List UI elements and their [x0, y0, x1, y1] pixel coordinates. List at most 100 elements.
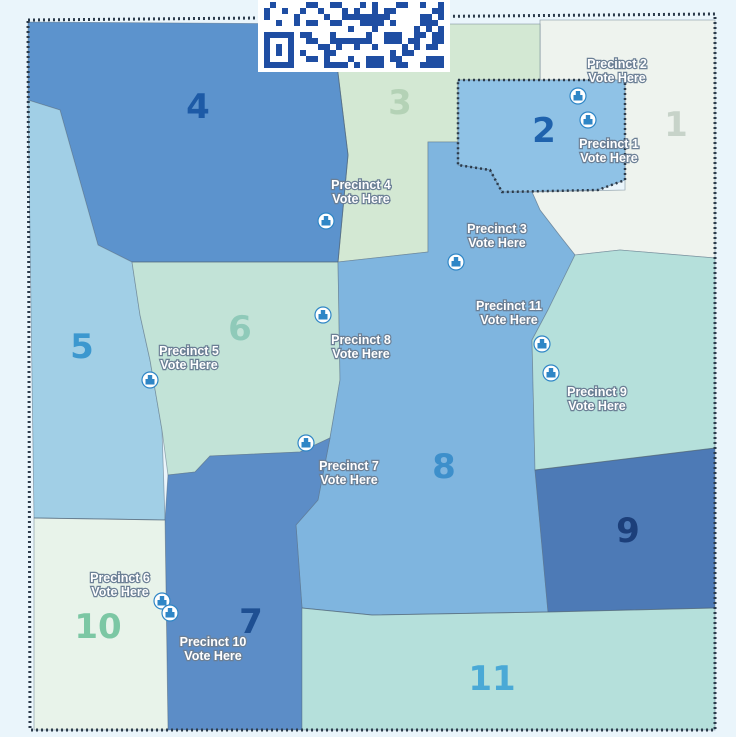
- qr-module: [396, 32, 402, 38]
- qr-module: [438, 8, 444, 14]
- ballot-box-icon[interactable]: [533, 335, 551, 353]
- ballot-slip: [167, 608, 173, 613]
- label-line-precinct: Precinct 7: [319, 459, 379, 473]
- ballot-box-icon[interactable]: [542, 364, 560, 382]
- qr-module: [372, 62, 378, 68]
- label-line-precinct: Precinct 6: [90, 571, 150, 585]
- qr-module: [438, 62, 444, 68]
- qr-module: [432, 56, 438, 62]
- qr-module: [390, 38, 396, 44]
- label-line-vote-here: Vote Here: [320, 473, 377, 487]
- ballot-box-body: [583, 119, 593, 125]
- qr-module: [366, 14, 372, 20]
- qr-module: [348, 14, 354, 20]
- label-line-precinct: Precinct 1: [579, 137, 639, 151]
- boundary-line: [534, 447, 716, 471]
- district-8-label: 8: [432, 447, 456, 487]
- qr-module: [306, 56, 312, 62]
- qr-module: [306, 2, 312, 8]
- ballot-box-icon[interactable]: [141, 371, 159, 389]
- qr-module: [348, 38, 354, 44]
- qr-code-icon[interactable]: [258, 0, 450, 72]
- district-3-label: 3: [388, 83, 412, 123]
- ballot-box-icon[interactable]: [579, 111, 597, 129]
- qr-module: [330, 38, 336, 44]
- qr-module: [300, 32, 306, 38]
- qr-module: [354, 14, 360, 20]
- qr-module: [396, 38, 402, 44]
- label-line-precinct: Precinct 5: [159, 344, 219, 358]
- qr-module: [372, 26, 378, 32]
- ballot-box-icon[interactable]: [297, 434, 315, 452]
- qr-code-pattern: [264, 2, 444, 68]
- district-11-label: 11: [468, 659, 515, 699]
- qr-module: [390, 8, 396, 14]
- qr-module: [336, 2, 342, 8]
- ballot-box-icon[interactable]: [317, 212, 335, 230]
- qr-module: [432, 44, 438, 50]
- ballot-box-body: [573, 95, 583, 101]
- qr-module: [276, 44, 282, 56]
- qr-module: [312, 56, 318, 62]
- qr-module: [366, 20, 372, 26]
- qr-module: [372, 14, 378, 20]
- ballot-box-body: [145, 379, 155, 385]
- district-1-label: 1: [664, 105, 688, 145]
- qr-module: [312, 38, 318, 44]
- qr-module: [264, 32, 294, 38]
- qr-module: [348, 26, 354, 32]
- ballot-box-icon[interactable]: [153, 592, 171, 610]
- ballot-box-icon[interactable]: [447, 253, 465, 271]
- qr-module: [438, 14, 444, 20]
- qr-module: [342, 8, 348, 14]
- qr-module: [312, 20, 318, 26]
- district-10-label: 10: [74, 607, 121, 647]
- qr-module: [414, 44, 420, 50]
- qr-module: [420, 2, 426, 8]
- ballot-box-body: [165, 612, 175, 618]
- ballot-box-body: [301, 442, 311, 448]
- ballot-box-icon[interactable]: [314, 306, 332, 324]
- qr-module: [324, 44, 330, 50]
- qr-module: [396, 56, 402, 62]
- qr-module: [390, 56, 396, 62]
- label-line-vote-here: Vote Here: [588, 71, 645, 85]
- ballot-box-body: [318, 314, 328, 320]
- label-line-vote-here: Vote Here: [468, 236, 525, 250]
- qr-module: [420, 14, 426, 20]
- ballot-box-body: [321, 220, 331, 226]
- ballot-slip: [159, 596, 165, 601]
- qr-module: [438, 26, 444, 32]
- ballot-slip: [453, 257, 459, 262]
- qr-module: [414, 32, 420, 38]
- qr-module: [366, 56, 372, 62]
- qr-module: [360, 38, 366, 44]
- qr-module: [312, 2, 318, 8]
- qr-module: [402, 2, 408, 8]
- district-6-label: 6: [228, 309, 252, 349]
- label-line-vote-here: Vote Here: [332, 192, 389, 206]
- qr-module: [324, 14, 330, 20]
- ballot-box-icon[interactable]: [161, 604, 179, 622]
- ballot-slip: [147, 375, 153, 380]
- qr-module: [426, 62, 432, 68]
- qr-module: [318, 44, 324, 50]
- qr-module: [390, 32, 396, 38]
- qr-module: [348, 56, 354, 62]
- ballot-box-body: [546, 372, 556, 378]
- qr-module: [372, 44, 378, 50]
- qr-module: [372, 2, 378, 8]
- qr-module: [438, 2, 444, 8]
- qr-module: [378, 20, 384, 26]
- ballot-box-body: [157, 600, 167, 606]
- qr-module: [336, 38, 342, 44]
- ballot-box-icon[interactable]: [569, 87, 587, 105]
- qr-module: [414, 26, 420, 32]
- qr-module: [342, 38, 348, 44]
- qr-module: [366, 62, 372, 68]
